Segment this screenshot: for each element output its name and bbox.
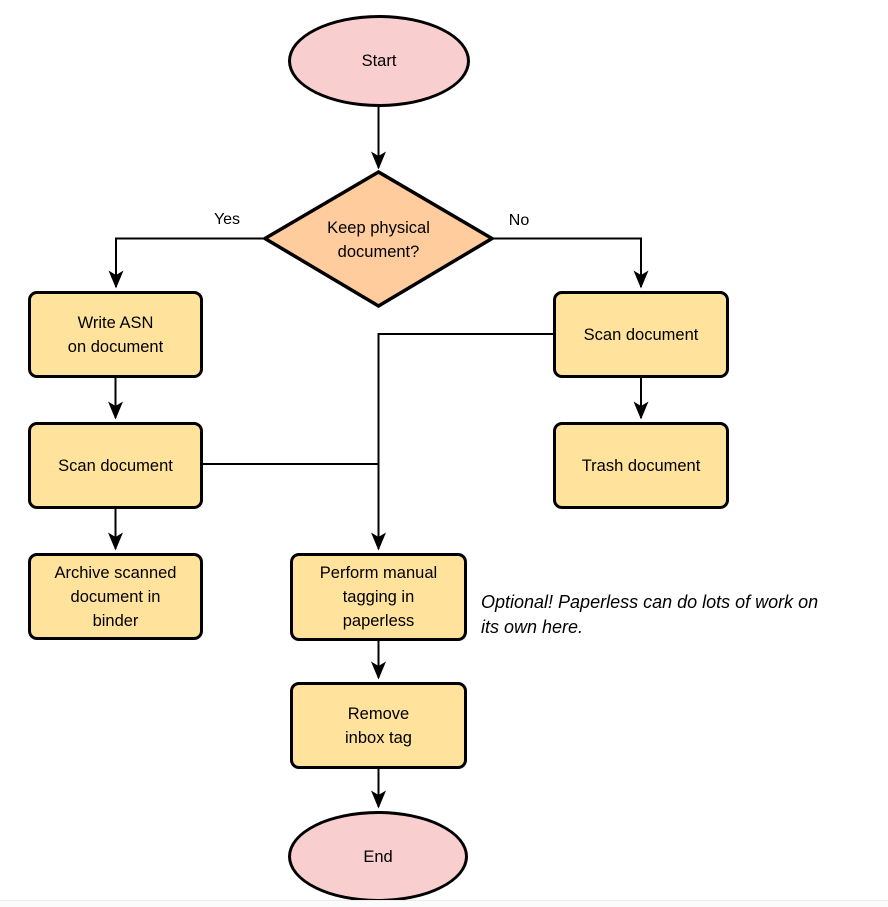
archive-node-label: Archive scanned document in binder bbox=[54, 563, 177, 630]
edge-scan-right-tagging bbox=[371, 333, 553, 551]
scan-document-right-node-label: Scan document bbox=[583, 325, 699, 344]
start-node-label: Start bbox=[361, 52, 397, 70]
write-asn-node-label: Write ASN on document bbox=[67, 313, 164, 356]
write-asn-node: Write ASN on document bbox=[28, 291, 203, 378]
manual-tagging-node-label: Perform manual tagging in paperless bbox=[319, 564, 438, 630]
remove-inbox-tag-node: Remove inbox tag bbox=[290, 682, 467, 769]
trash-document-node: Trash document bbox=[553, 422, 729, 509]
decision-node-label: Keep physical document? bbox=[327, 219, 430, 261]
archive-node: Archive scanned document in binder bbox=[28, 553, 203, 640]
edge-label-no: No bbox=[508, 212, 530, 229]
scan-document-right-node: Scan document bbox=[553, 291, 729, 378]
remove-inbox-tag-node-label: Remove inbox tag bbox=[345, 704, 412, 747]
edge-label-yes: Yes bbox=[213, 211, 241, 228]
scan-document-left-node-label: Scan document bbox=[58, 456, 173, 475]
page-bottom-divider bbox=[0, 900, 888, 907]
decision-node: Keep physical document? bbox=[288, 212, 469, 268]
trash-document-node-label: Trash document bbox=[581, 456, 701, 475]
end-node-label: End bbox=[363, 847, 393, 866]
start-node: Start bbox=[288, 15, 470, 107]
decision-node-shape bbox=[261, 169, 496, 309]
manual-tagging-node: Perform manual tagging in paperless bbox=[290, 553, 467, 641]
edge-decision-scan-right bbox=[492, 237, 649, 289]
edge-decision-write-asn bbox=[108, 237, 265, 289]
end-node: End bbox=[288, 811, 468, 902]
scan-document-left-node: Scan document bbox=[28, 422, 203, 509]
optional-note: Optional! Paperless can do lots of work … bbox=[481, 592, 819, 637]
